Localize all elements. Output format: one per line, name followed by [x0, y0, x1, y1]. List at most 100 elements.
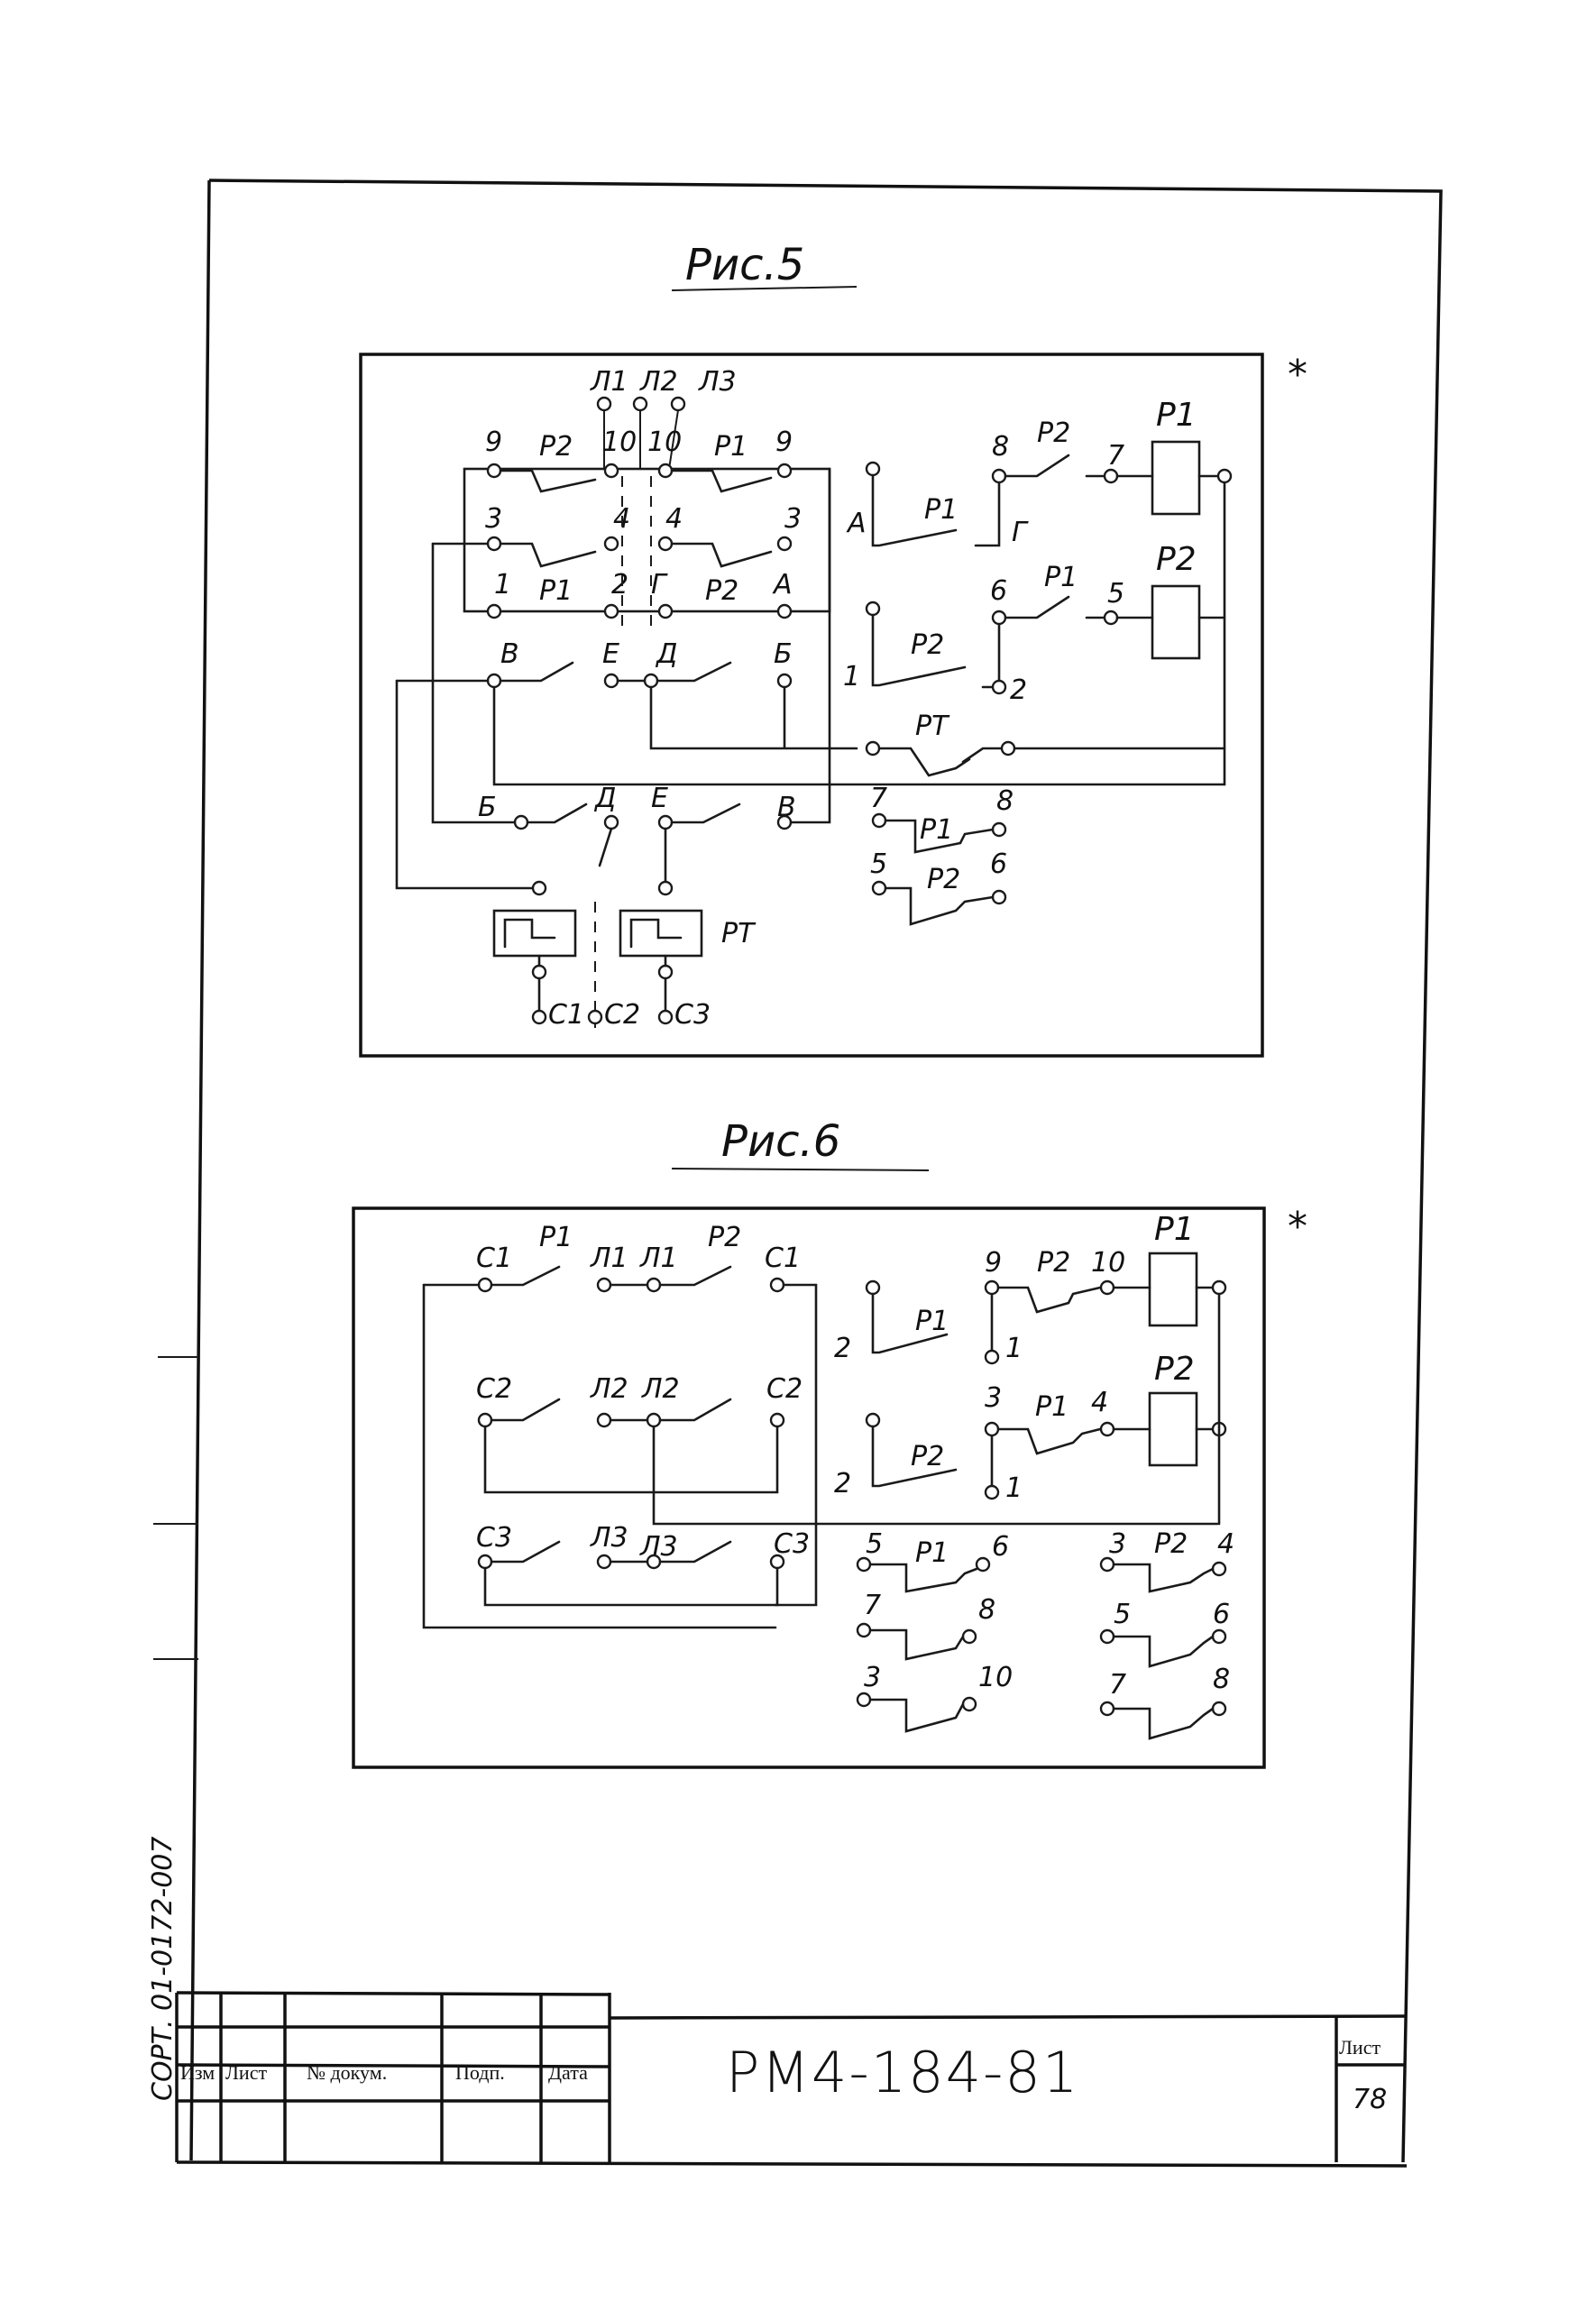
- fig6-aux-l-5: 5: [866, 1528, 883, 1560]
- col-izm: Изм: [180, 2061, 215, 2084]
- fig5-p2-p2: Р2: [911, 629, 944, 661]
- fig6-p1-1: 1: [1005, 1333, 1023, 1364]
- fig5-line-l2: Л2: [639, 366, 678, 398]
- fig5-r3-p1: Р1: [539, 575, 573, 607]
- fig6-aux-l-6: 6: [992, 1531, 1009, 1563]
- fig5-left-switch-block: 9 Р2 10 10 Р1 9 3 4 4 3 1 Р1 2 Г Р2 А: [395, 426, 1226, 890]
- fig6-aux-contacts: 5 Р1 6 7 8 3 10 3 Р2 4 5 6 7 8: [856, 1528, 1234, 1740]
- fig6-aux-l-3: 3: [864, 1662, 881, 1693]
- fig5-aux-5: 5: [870, 848, 887, 880]
- fig5-p1-8: 8: [992, 431, 1009, 463]
- fig5-supply-c2: С2: [604, 999, 640, 1031]
- fig5-r5-b: Б: [478, 792, 497, 823]
- fig5-r1-p2: Р2: [539, 431, 573, 463]
- fig6-aux-r-7: 7: [1109, 1669, 1126, 1701]
- fig6-c1-l1a: Л1: [590, 1243, 628, 1274]
- fig6-p1-coil-label: Р1: [1154, 1211, 1195, 1248]
- fig6-asterisk: *: [1288, 1204, 1307, 1250]
- fig5-supply-c3: С3: [674, 999, 711, 1031]
- fig6-p2-4: 4: [1091, 1387, 1108, 1418]
- fig5-p1-a: А: [846, 508, 867, 539]
- fig6-row-c1: С1 Р1 Л1 Л1 Р2 С1: [422, 1222, 818, 1629]
- side-annotation: СОРТ. 01-0172-007: [147, 1837, 179, 2101]
- fig6-aux-r-4: 4: [1217, 1528, 1234, 1560]
- fig5-p2-1: 1: [843, 661, 860, 692]
- fig6-c2-l2a: Л2: [590, 1373, 628, 1405]
- fig5-aux-p2: Р2: [927, 864, 960, 895]
- sheet-label: Лист: [1339, 2036, 1380, 2059]
- fig5-r5-v: В: [777, 792, 796, 823]
- fig6-p1-10: 10: [1091, 1247, 1125, 1279]
- fig6-p1-branch: 2 Р1 1 9 Р2 10 Р1: [834, 1211, 1227, 1365]
- fig5-p1-7: 7: [1107, 440, 1124, 472]
- fig6-c2-l2b: Л2: [641, 1373, 680, 1405]
- fig6-aux-r-3: 3: [1109, 1528, 1126, 1560]
- fig5-aux-7: 7: [870, 783, 887, 814]
- fig5-line-l1: Л1: [590, 366, 628, 398]
- fig6-p2-p1: Р1: [1035, 1391, 1069, 1423]
- col-list: Лист: [225, 2061, 267, 2084]
- fig5-aux-8: 8: [996, 785, 1014, 817]
- figure-6: Рис.6 * С1 Р1 Л1 Л1 Р2 С1 С2 Л2 Л2 С2: [352, 1116, 1307, 1769]
- fig6-c1-p2: Р2: [708, 1222, 741, 1253]
- fig5-p2-2: 2: [1010, 674, 1027, 706]
- fig6-c2-b: С2: [766, 1373, 803, 1405]
- fig6-title: Рис.6: [721, 1116, 840, 1167]
- fig5-rt-label: РТ: [721, 918, 757, 949]
- fig6-c1-p1: Р1: [539, 1222, 573, 1253]
- fig6-aux-l-p1: Р1: [915, 1537, 949, 1569]
- fig6-p1-p2: Р2: [1037, 1247, 1070, 1279]
- fig5-p1-g: Г: [1012, 517, 1029, 548]
- fig5-border: [359, 353, 1264, 1058]
- fig5-r4-b: Б: [774, 638, 793, 670]
- title-block: Изм Лист № докум. Подп. Дата РМ4-184-81 …: [175, 1991, 1408, 2162]
- fig6-row-c2: С2 Л2 Л2 С2: [476, 1373, 1219, 1526]
- fig6-c1-a: С1: [476, 1243, 512, 1274]
- fig5-r2-3: 3: [485, 503, 502, 535]
- fig6-p1-2: 2: [834, 1333, 851, 1364]
- fig5-line-l3: Л3: [698, 366, 737, 398]
- fig6-p2-branch: 2 Р2 1 3 Р1 4 Р2: [834, 1292, 1227, 1526]
- document-code: РМ4-184-81: [726, 2040, 1079, 2105]
- fig5-p2-coil-label: Р2: [1156, 541, 1197, 578]
- fig6-aux-l-8: 8: [978, 1594, 995, 1626]
- fig5-right-control-block: А Р1 Г 8 Р2 7 Р1 1 Р2 2 6 Р1 5: [843, 397, 1233, 926]
- fig5-r1-p1: Р1: [714, 431, 748, 463]
- fig6-aux-r-p2: Р2: [1154, 1528, 1188, 1560]
- fig6-p1-9: 9: [985, 1247, 1002, 1279]
- fig5-r4-v: В: [500, 638, 519, 670]
- fig5-r3-2: 2: [611, 569, 628, 601]
- fig6-aux-l-10: 10: [978, 1662, 1013, 1693]
- fig5-r3-1: 1: [494, 569, 511, 601]
- fig5-r1-9b: 9: [775, 426, 793, 458]
- fig5-aux-6: 6: [990, 848, 1007, 880]
- fig5-r3-p2: Р2: [705, 575, 738, 607]
- fig6-c1-l1b: Л1: [639, 1243, 678, 1274]
- fig5-aux-p1: Р1: [920, 814, 953, 846]
- fig6-aux-r-5: 5: [1114, 1599, 1131, 1630]
- fig6-aux-r-6: 6: [1213, 1599, 1230, 1630]
- fig5-supply-c1: С1: [548, 999, 584, 1031]
- fig6-row-c3: С3 Л3 Л3 С3: [476, 1522, 810, 1607]
- fig5-asterisk: *: [1288, 352, 1307, 398]
- fig5-p1-p1: Р1: [924, 494, 958, 526]
- figure-5: Рис.5 * Л1 Л2 Л3 9 Р2 10 10 Р1 9 3 4 4: [359, 240, 1307, 1058]
- fig5-p2-6: 6: [990, 575, 1007, 607]
- fig5-title: Рис.5: [685, 240, 804, 290]
- fig5-p1-p2: Р2: [1037, 417, 1070, 449]
- fig5-rt-contact: РТ: [915, 711, 950, 742]
- col-date: Дата: [548, 2061, 588, 2084]
- fig5-r2-3b: 3: [784, 503, 802, 535]
- fig5-r2-4b: 4: [665, 503, 683, 535]
- col-sign: Подп.: [455, 2061, 505, 2084]
- fig5-r1-10a: 10: [602, 426, 637, 458]
- fig6-border: [352, 1206, 1266, 1769]
- fig6-c2-a: С2: [476, 1373, 512, 1405]
- fig5-r3-a: А: [772, 569, 793, 601]
- fig5-r4-e: Е: [602, 638, 619, 670]
- sheet-number: 78: [1353, 2084, 1387, 2115]
- fig6-p2-p2: Р2: [911, 1441, 944, 1472]
- col-doc: № докум.: [307, 2061, 387, 2084]
- fig6-p2-3: 3: [985, 1382, 1002, 1414]
